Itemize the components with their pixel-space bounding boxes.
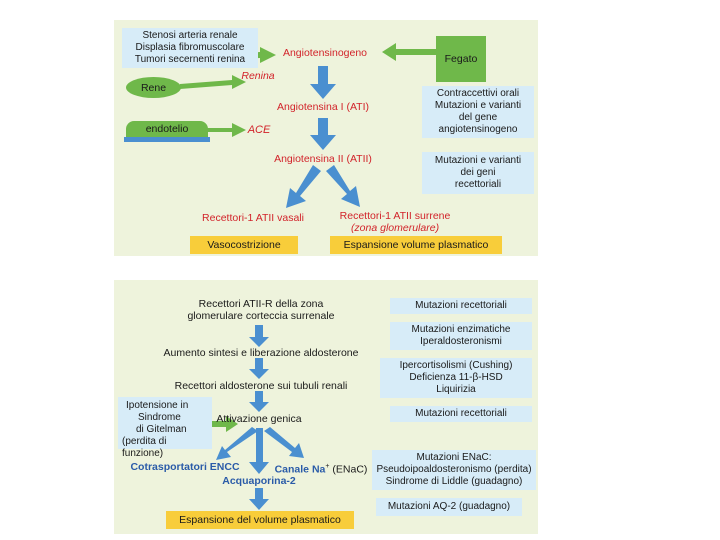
mut-enac-box: Mutazioni ENaC: Pseudoipoaldosteronismo … bbox=[372, 450, 536, 490]
contraccettivi-line-4: angiotensinogeno bbox=[438, 124, 518, 135]
atii-label: Angiotensina II (ATII) bbox=[274, 153, 372, 165]
ipercortisolismi-line-3: Liquirizia bbox=[436, 384, 476, 395]
enac-text: (ENaC) bbox=[332, 463, 368, 476]
green-arrow-fegato bbox=[382, 43, 436, 61]
cause-line-1: Stenosi arteria renale bbox=[142, 30, 238, 41]
espansione-bottom-label: Espansione del volume plasmatico bbox=[179, 514, 341, 526]
mut-recettoriali-1-label: Mutazioni recettoriali bbox=[415, 300, 507, 311]
contraccettivi-box: Contraccettivi orali Mutazioni e variant… bbox=[422, 86, 534, 138]
recettori-vasali-label: Recettori-1 ATII vasali bbox=[202, 212, 304, 224]
blue-arrow-to-ati bbox=[310, 66, 336, 99]
mut-enac-line-1: Mutazioni ENaC: bbox=[416, 452, 492, 463]
blue-arrow-to-aq bbox=[249, 428, 269, 474]
blue-arrow-to-surrene bbox=[326, 165, 360, 207]
angiotensinogeno-label: Angiotensinogeno bbox=[282, 47, 368, 59]
renal-causes-box: Stenosi arteria renale Displasia fibromu… bbox=[122, 28, 258, 68]
ipercortisolismi-line-2: Deficienza 11-β-HSD bbox=[409, 372, 503, 383]
ipotensione-line-3: di Gitelman bbox=[136, 424, 187, 435]
mut-enzimatiche-line-1: Mutazioni enzimatiche bbox=[411, 324, 511, 335]
blue-arrow-to-vasali bbox=[286, 165, 321, 208]
rene-label: Rene bbox=[140, 81, 167, 94]
mutazioni-recettori-line-3: recettoriali bbox=[454, 179, 502, 190]
canale-label: Canale Na+ (ENaC) bbox=[272, 461, 370, 476]
blue-arrow-b3 bbox=[249, 391, 269, 412]
blue-arrow-to-encc bbox=[216, 427, 258, 460]
blue-arrow-b1 bbox=[249, 325, 269, 347]
acquaporina-label: Acquaporina-2 bbox=[222, 475, 296, 487]
cause-line-3: Tumori secernenti renina bbox=[134, 54, 246, 65]
recettori-atii-r-label: Recettori ATII-R della zona glomerulare … bbox=[166, 298, 356, 322]
ati-label: Angiotensina I (ATI) bbox=[276, 101, 369, 113]
canale-na-sup: + bbox=[325, 463, 330, 470]
zona-glomerulare-label: (zona glomerulare) bbox=[350, 222, 440, 234]
fegato-node: Fegato bbox=[436, 36, 486, 82]
canale-na-text: Canale Na bbox=[274, 463, 326, 476]
contraccettivi-line-2: Mutazioni e varianti bbox=[434, 100, 522, 111]
recettori-atii-r-line-2: glomerulare corteccia surrenale bbox=[187, 310, 335, 322]
recettori-atii-r-line-1: Recettori ATII-R della zona bbox=[198, 298, 324, 310]
contraccettivi-line-3: del gene bbox=[458, 112, 498, 123]
ipotensione-line-4: (perdita di funzione) bbox=[122, 436, 167, 459]
contraccettivi-line-1: Contraccettivi orali bbox=[436, 88, 520, 99]
aumento-label: Aumento sintesi e liberazione aldosteron… bbox=[163, 347, 359, 359]
blue-arrow-b2 bbox=[249, 358, 269, 379]
ace-label: ACE bbox=[247, 124, 271, 136]
ipotensione-line-2: Sindrome bbox=[138, 412, 181, 423]
endotelio-node: endotelio bbox=[126, 121, 208, 137]
ipercortisolismi-box: Ipercortisolismi (Cushing) Deficienza 11… bbox=[380, 358, 532, 398]
fegato-label: Fegato bbox=[444, 53, 478, 65]
blue-arrow-to-espansione bbox=[249, 488, 269, 510]
mut-aq2-box: Mutazioni AQ-2 (guadagno) bbox=[376, 498, 522, 516]
mutazioni-recettori-line-1: Mutazioni e varianti bbox=[434, 155, 522, 166]
mut-enzimatiche-line-2: Iperaldosteronismi bbox=[420, 336, 502, 347]
blue-arrow-to-canale bbox=[264, 427, 304, 458]
mut-recettoriali-2-label: Mutazioni recettoriali bbox=[415, 408, 507, 419]
espansione-top-box: Espansione volume plasmatico bbox=[330, 236, 502, 254]
green-arrow-rene bbox=[180, 75, 246, 89]
ipotensione-box: Ipotensione in Sindrome di Gitelman (per… bbox=[118, 397, 212, 459]
espansione-bottom-box: Espansione del volume plasmatico bbox=[166, 511, 354, 529]
mutazioni-recettori-line-2: dei geni bbox=[460, 167, 496, 178]
green-arrow-endotelio bbox=[205, 123, 246, 137]
ipercortisolismi-line-1: Ipercortisolismi (Cushing) bbox=[399, 360, 513, 371]
cotrasportatori-label: Cotrasportatori ENCC bbox=[130, 461, 240, 473]
mut-aq2-label: Mutazioni AQ-2 (guadagno) bbox=[387, 501, 511, 512]
vasocostrizione-box: Vasocostrizione bbox=[190, 236, 298, 254]
espansione-top-label: Espansione volume plasmatico bbox=[343, 239, 489, 251]
vasocostrizione-label: Vasocostrizione bbox=[207, 239, 281, 251]
cause-line-2: Displasia fibromuscolare bbox=[135, 42, 245, 53]
mutazioni-recettori-box: Mutazioni e varianti dei geni recettoria… bbox=[422, 152, 534, 194]
blue-arrow-to-atii bbox=[310, 118, 336, 150]
mut-recettoriali-2-box: Mutazioni recettoriali bbox=[390, 406, 532, 422]
recettori-surrene-label: Recettori-1 ATII surrene bbox=[339, 210, 451, 222]
attivazione-label: Attivazione genica bbox=[216, 413, 302, 425]
endotelio-bar bbox=[124, 137, 210, 142]
ipotensione-line-1: Ipotensione in bbox=[126, 400, 189, 411]
green-arrow-gitelman bbox=[211, 416, 238, 432]
recettori-aldosterone-label: Recettori aldosterone sui tubuli renali bbox=[174, 380, 348, 392]
rene-node: Rene bbox=[126, 77, 181, 98]
mut-recettoriali-1-box: Mutazioni recettoriali bbox=[390, 298, 532, 314]
endotelio-label: endotelio bbox=[145, 123, 189, 135]
mut-enac-line-2: Pseudoipoaldosteronismo (perdita) bbox=[376, 464, 532, 475]
mut-enzimatiche-box: Mutazioni enzimatiche Iperaldosteronismi bbox=[390, 322, 532, 350]
renina-label: Renina bbox=[241, 70, 275, 82]
mut-enac-line-3: Sindrome di Liddle (guadagno) bbox=[385, 476, 523, 487]
